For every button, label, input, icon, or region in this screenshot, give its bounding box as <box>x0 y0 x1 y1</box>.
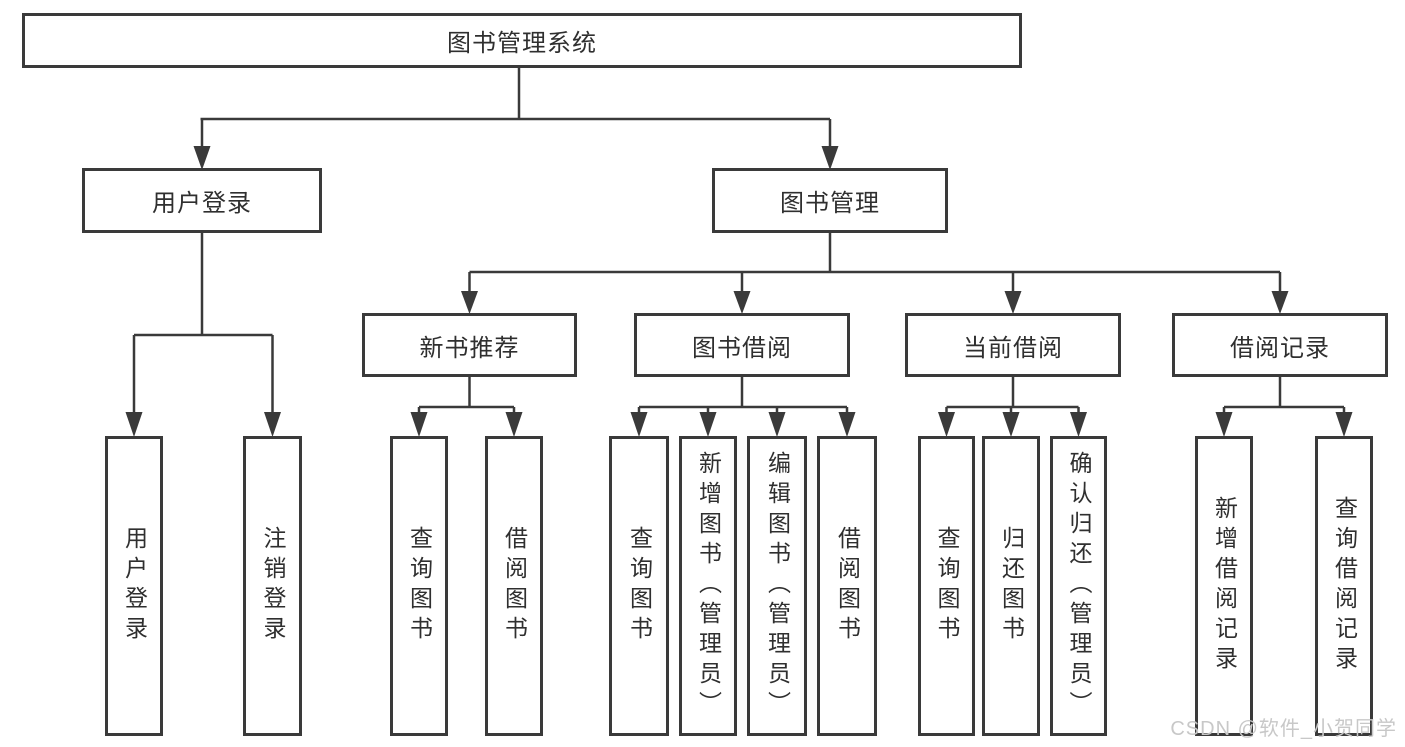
node-label: 注销登录 <box>260 526 286 646</box>
node-label: 新书推荐 <box>419 334 520 362</box>
node-label: 借阅图书 <box>501 526 528 646</box>
node-book-management: 图书管理 <box>712 168 948 233</box>
node-borrowing-records: 借阅记录 <box>1172 313 1388 377</box>
node-label: 查询图书 <box>406 526 433 646</box>
leaf-query-books-current: 查询图书 <box>918 436 975 736</box>
leaf-edit-books-admin: 编辑图书（管理员） <box>747 436 807 736</box>
leaf-add-borrow-record: 新增借阅记录 <box>1195 436 1253 736</box>
leaf-borrow-books-recommend: 借阅图书 <box>485 436 543 736</box>
leaf-query-books-recommend: 查询图书 <box>390 436 448 736</box>
node-library-management-system: 图书管理系统 <box>22 13 1022 68</box>
leaf-return-books: 归还图书 <box>982 436 1040 736</box>
leaf-add-books-admin: 新增图书（管理员） <box>679 436 737 736</box>
arrowheads <box>125 146 1353 437</box>
leaf-query-books-borrowing: 查询图书 <box>609 436 669 736</box>
node-label: 新增借阅记录 <box>1211 496 1238 676</box>
node-label: 新增图书（管理员） <box>695 451 722 721</box>
csdn-watermark: CSDN @软件_小贺同学 <box>1170 718 1397 740</box>
node-label: 当前借阅 <box>963 334 1063 362</box>
node-label: 用户登录 <box>152 190 252 217</box>
node-label: 查询借阅记录 <box>1331 496 1358 676</box>
leaf-query-borrow-record: 查询借阅记录 <box>1315 436 1373 736</box>
node-new-book-recommendation: 新书推荐 <box>362 313 577 377</box>
node-label: 确认归还（管理员） <box>1066 451 1092 721</box>
node-label: 借阅记录 <box>1230 334 1330 362</box>
node-label: 归还图书 <box>998 526 1025 646</box>
node-current-borrowing: 当前借阅 <box>905 313 1121 377</box>
node-label: 用户登录 <box>121 526 148 646</box>
node-user-login: 用户登录 <box>82 168 322 233</box>
node-label: 借阅图书 <box>834 526 861 646</box>
node-label: 图书管理 <box>780 190 880 217</box>
node-label: 图书管理系统 <box>447 30 597 57</box>
node-label: 查询图书 <box>626 526 653 646</box>
leaf-user-login: 用户登录 <box>105 436 163 736</box>
node-label: 编辑图书（管理员） <box>764 451 791 721</box>
node-label: 图书借阅 <box>692 334 792 362</box>
leaf-confirm-return-admin: 确认归还（管理员） <box>1050 436 1107 736</box>
node-label: 查询图书 <box>934 526 960 646</box>
leaf-borrow-books-borrowing: 借阅图书 <box>817 436 877 736</box>
leaf-logout: 注销登录 <box>243 436 302 736</box>
node-book-borrowing: 图书借阅 <box>634 313 850 377</box>
